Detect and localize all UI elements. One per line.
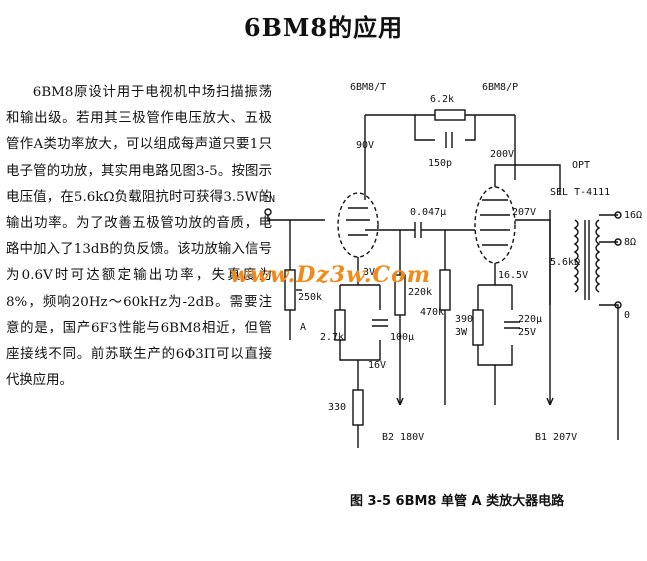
b1-arrow [546,397,554,406]
cfb-label: 150p [428,158,452,169]
triode-elements [346,207,370,236]
opt-secondary-wires [599,214,619,440]
pot-label: 250k [298,292,322,303]
b1-label: B1 207V [535,432,577,443]
page-title: 6BM8的应用 [243,13,404,42]
rp1-label: 220k [408,287,432,298]
ck1-capacitor [372,319,388,327]
rk2-resistor [472,309,484,346]
feedback-wires [365,114,515,141]
rk2-label: 390 [455,314,473,325]
triode-tube [337,192,379,258]
tap16-label: 16Ω [624,210,642,221]
opt-primary-coil [573,219,579,293]
rg2-resistor [439,269,451,311]
pentode-plate-wire [494,164,561,195]
tap0-terminal [614,301,622,309]
b2-arrow [396,397,404,406]
ck1-label: 100μ [390,332,414,343]
pentode-elements [480,199,510,246]
ck1-voltage-label: 16V [368,360,386,371]
b2-label: B2 180V [382,432,424,443]
v-plate1-label: 90V [356,140,374,151]
tap8-label: 8Ω [624,237,636,248]
screen-wire [515,219,551,405]
opt-label: OPT [572,160,590,171]
r-bottom-label: 330 [328,402,346,413]
pentode-tube [474,186,516,264]
rk1-label: 2.7k [320,332,344,343]
input-wires [267,215,325,340]
article-text: 6BM8原设计用于电视机中场扫描振荡和输出级。若用其三极管作电压放大、五极管作A… [6,80,272,394]
rp1-resistor [394,274,406,316]
input-jack [264,208,272,216]
vk2-label: 16.5V [498,270,528,281]
v-plate2-label: 200V [490,149,514,160]
feedback-resistor [434,109,466,121]
r-bottom-resistor [352,389,364,426]
coupling-capacitor [414,222,422,238]
feedback-capacitor [445,132,453,148]
rfb-label: 6.2k [430,94,454,105]
opt-secondary-coil [595,219,601,293]
rk1-resistor [334,309,346,341]
tap0-label: 0 [624,310,630,321]
opt-core [584,220,590,300]
ck2-capacitor [504,321,520,329]
circuit-diagram: 6BM8/T 6BM8/P 6.2k 150p 90V IN 250k A 3V… [263,82,642,448]
rk2-watt-label: 3W [455,327,468,338]
volume-pot [284,269,296,311]
cathode1-wires [339,257,381,390]
article-paragraph: 6BM8原设计用于电视机中场扫描振荡和输出级。若用其三极管作电压放大、五极管作A… [6,85,272,389]
vk1-label: 3V [363,267,375,278]
rg2-label: 470k [420,307,444,318]
pentode-label: 6BM8/P [482,82,518,93]
cathode2-wires [477,263,513,405]
watermark: www.Dz3w.Com [230,262,431,288]
tap16-terminal [614,211,622,219]
impedance-label: 5.6kΩ [550,257,580,268]
tap8-terminal [614,238,622,246]
triode-label: 6BM8/T [350,82,386,93]
ccouple-label: 0.047μ [410,207,446,218]
pot-letter-label: A [300,322,306,333]
input-label: IN [263,194,275,205]
v-screen-label: 207V [512,207,536,218]
ck2-label: 220μ [518,314,542,325]
ck2-voltage-label: 25V [518,327,536,338]
opt-model-label: SEL T-4111 [550,187,610,198]
figure-caption: 图 3-5 6BM8 单管 A 类放大器电路 [350,494,565,509]
